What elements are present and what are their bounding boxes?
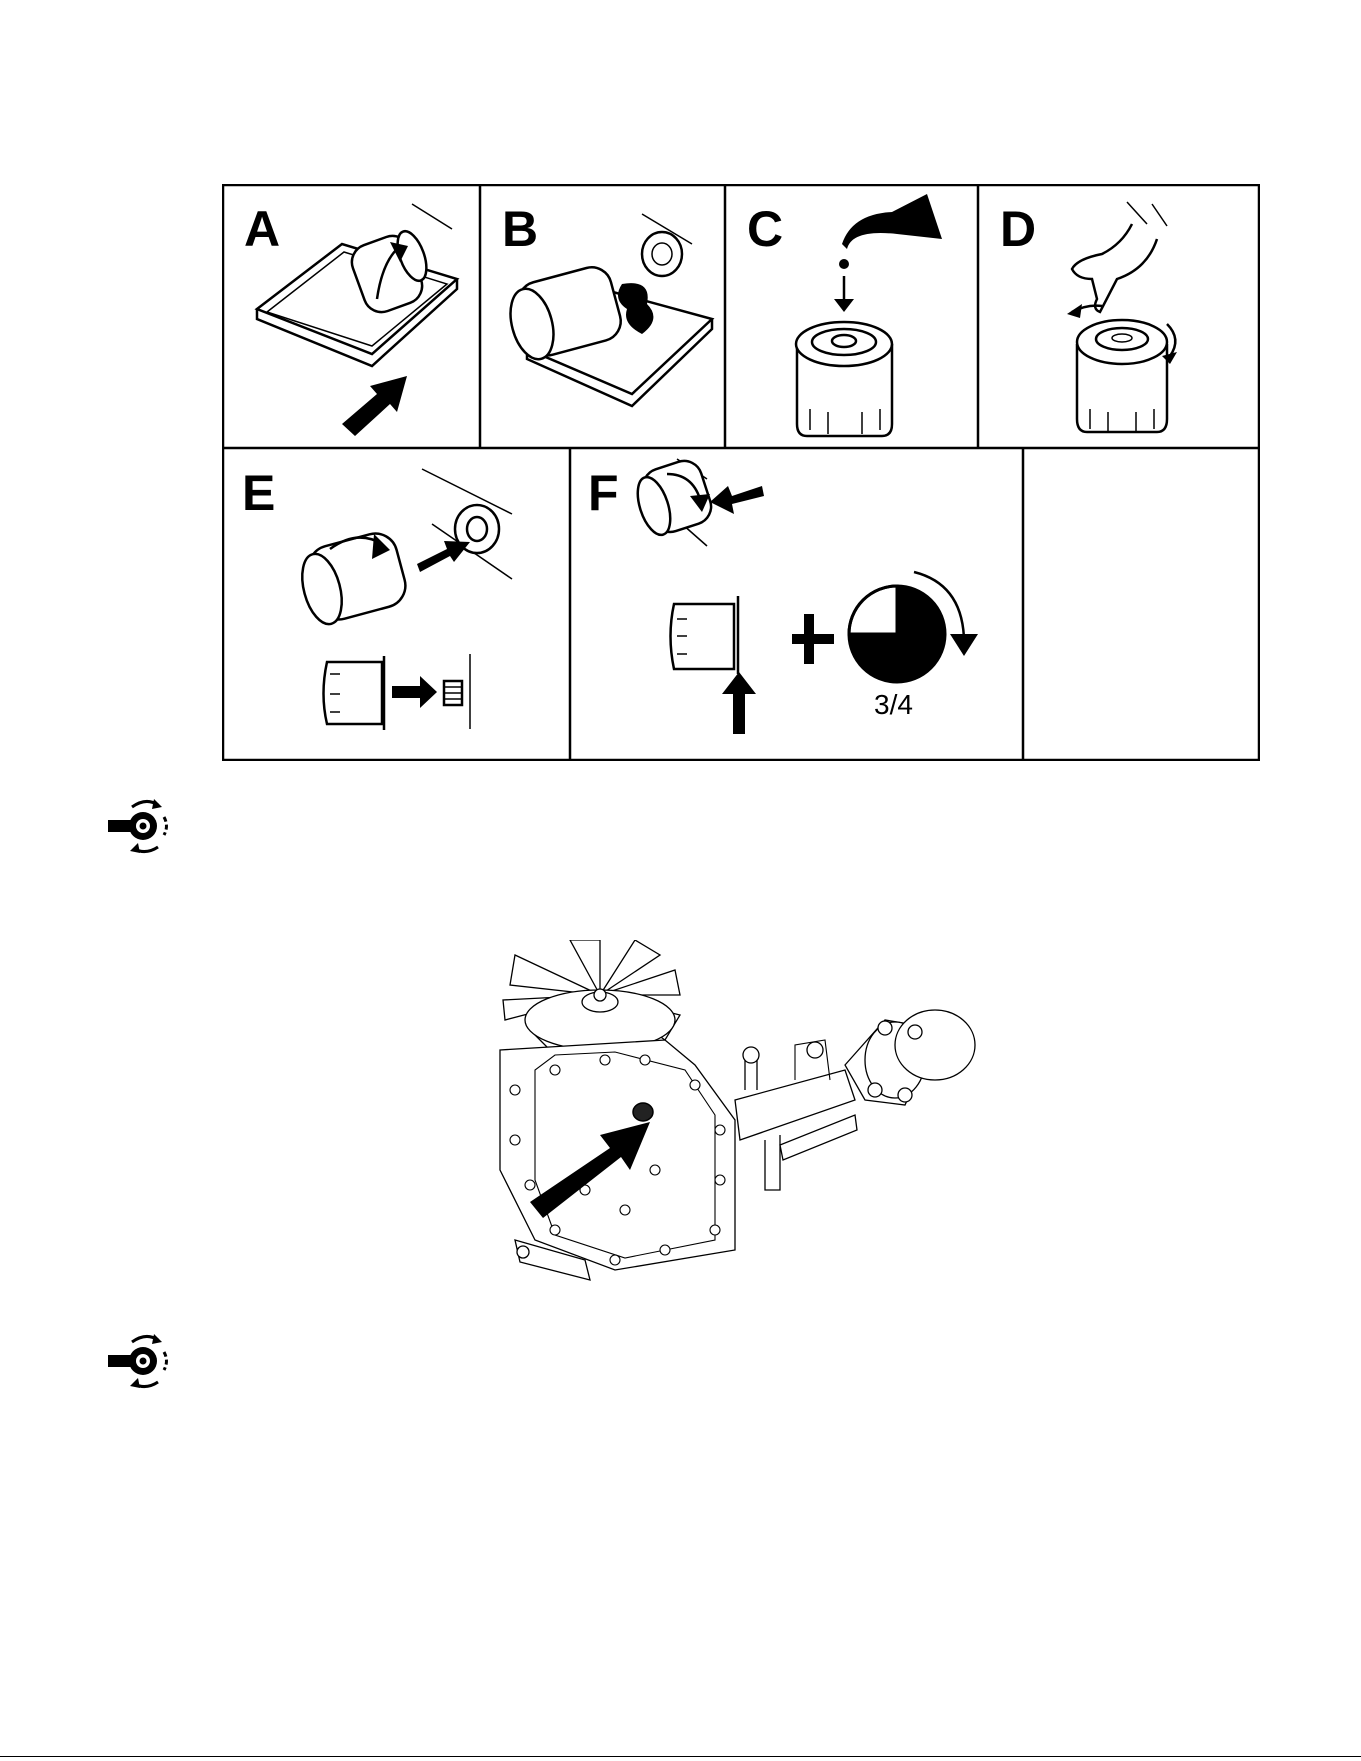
panel-b: B — [502, 201, 712, 406]
push-arrow-icon — [417, 541, 470, 572]
plus-icon — [792, 614, 834, 664]
rotation-fraction-label: 3/4 — [874, 689, 913, 720]
panel-d: D — [1000, 201, 1177, 432]
drain-plug-icon — [633, 1103, 653, 1121]
filter-icon — [1077, 320, 1167, 432]
push-arrow-icon — [710, 486, 764, 514]
oil-filter-procedure-grid: A B C — [222, 184, 1260, 761]
push-arrow-icon — [392, 676, 437, 708]
transmission-drain-plug-figure — [495, 940, 995, 1300]
filter-icon — [796, 322, 892, 436]
panel-a: A — [244, 201, 457, 436]
panel-d-label: D — [1000, 201, 1036, 257]
push-arrow-icon — [342, 376, 407, 436]
footer-rule — [0, 1756, 1361, 1757]
filter-side-view-icon — [671, 596, 739, 674]
filter-icon — [295, 529, 410, 629]
panel-b-label: B — [502, 201, 538, 257]
wrench-rotate-icon — [106, 795, 176, 859]
panel-f: F 3/4 — [588, 456, 978, 734]
filter-side-view-icon — [324, 656, 385, 730]
panel-c-label: C — [747, 201, 783, 257]
push-arrow-icon — [722, 672, 756, 734]
wheel-hub-icon — [845, 1010, 975, 1105]
panel-e-label: E — [242, 465, 275, 521]
hand-icon — [1072, 224, 1157, 312]
three-quarter-turn-icon — [849, 572, 978, 682]
panel-a-label: A — [244, 201, 280, 257]
panel-f-label: F — [588, 465, 619, 521]
wrench-rotate-icon — [106, 1330, 176, 1394]
oil-bottle-icon — [842, 194, 942, 249]
panel-e: E — [242, 465, 512, 730]
panel-c: C — [747, 194, 942, 436]
